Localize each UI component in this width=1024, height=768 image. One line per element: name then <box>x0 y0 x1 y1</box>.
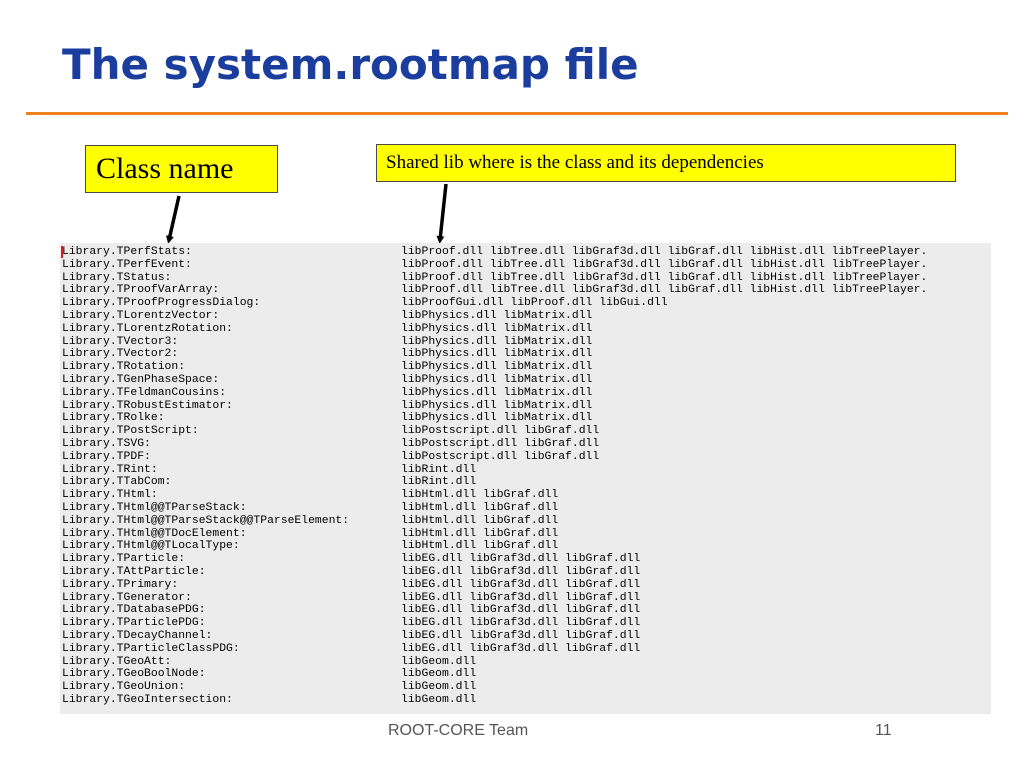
libraries-cell: libRint.dll <box>401 463 477 476</box>
libraries-cell: libEG.dll libGraf3d.dll libGraf.dll <box>401 604 641 617</box>
libraries-cell: libProof.dll libTree.dll libGraf3d.dll l… <box>401 271 928 284</box>
class-name-cell: Library.TParticle: <box>62 553 186 566</box>
class-name-callout-label: Class name <box>96 152 234 185</box>
libraries-cell: libPostscript.dll libGraf.dll <box>401 450 600 463</box>
libraries-cell: libHtml.dll libGraf.dll <box>401 527 559 540</box>
rootmap-listing: Library.TPerfStats: libProof.dll libTree.… <box>60 243 991 714</box>
page-number: 11 <box>875 722 892 739</box>
class-name-cell: Library.TGeoIntersection: <box>62 694 233 706</box>
libraries-cell: libPostscript.dll libGraf.dll <box>401 438 600 450</box>
footer-team: ROOT-CORE Team <box>388 722 529 739</box>
libraries-cell: libPhysics.dll libMatrix.dll <box>401 348 593 361</box>
libraries-cell: libEG.dll libGraf3d.dll libGraf.dll <box>401 591 641 604</box>
text-cursor <box>61 246 63 258</box>
class-name-cell: Library.TProofVarArray: <box>62 284 220 297</box>
class-name-cell: Library.TFeldmanCousins: <box>62 386 227 399</box>
libraries-cell: libPhysics.dll libMatrix.dll <box>401 412 593 425</box>
class-name-cell: Library.TRolke: <box>62 412 165 425</box>
class-name-cell: Library.TPrimary: <box>62 578 179 591</box>
class-name-cell: Library.TGeoUnion: <box>62 681 186 694</box>
shared-lib-arrow <box>436 183 448 244</box>
libraries-cell: libPostscript.dll libGraf.dll <box>401 425 600 438</box>
class-name-cell: Library.TDecayChannel: <box>62 630 213 642</box>
shared-lib-callout-label: Shared lib where is the class and its de… <box>386 152 764 173</box>
class-name-cell: Library.TAttParticle: <box>62 566 206 578</box>
libraries-cell: libEG.dll libGraf3d.dll libGraf.dll <box>401 617 641 630</box>
libraries-cell: libEG.dll libGraf3d.dll libGraf.dll <box>401 578 641 591</box>
class-name-cell: Library.TRobustEstimator: <box>62 399 233 412</box>
class-name-cell: Library.TPDF: <box>62 450 151 463</box>
class-name-cell: Library.THtml: <box>62 489 158 502</box>
class-name-cell: Library.TPostScript: <box>62 425 199 438</box>
libraries-cell: libProof.dll libTree.dll libGraf3d.dll l… <box>401 246 928 258</box>
libraries-cell: libPhysics.dll libMatrix.dll <box>401 361 593 374</box>
libraries-cell: libEG.dll libGraf3d.dll libGraf.dll <box>401 566 641 578</box>
class-name-callout: Class name <box>85 145 278 193</box>
libraries-cell: libPhysics.dll libMatrix.dll <box>401 335 593 348</box>
libraries-cell: libPhysics.dll libMatrix.dll <box>401 386 593 399</box>
libraries-cell: libHtml.dll libGraf.dll <box>401 502 559 514</box>
libraries-cell: libProof.dll libTree.dll libGraf3d.dll l… <box>401 284 928 297</box>
shared-lib-callout: Shared lib where is the class and its de… <box>376 144 956 182</box>
class-name-cell: Library.TVector3: <box>62 335 179 348</box>
class-name-cell: Library.TGenerator: <box>62 591 192 604</box>
libraries-cell: libHtml.dll libGraf.dll <box>401 489 559 502</box>
libraries-cell: libRint.dll <box>401 476 477 489</box>
libraries-cell: libPhysics.dll libMatrix.dll <box>401 374 593 386</box>
class-name-cell: Library.TDatabasePDG: <box>62 604 206 617</box>
class-name-cell: Library.TProofProgressDialog: <box>62 297 261 310</box>
class-name-cell: Library.TStatus: <box>62 271 172 284</box>
libraries-cell: libEG.dll libGraf3d.dll libGraf.dll <box>401 553 641 566</box>
class-name-cell: Library.THtml@@TParseStack: <box>62 502 247 514</box>
class-name-cell: Library.THtml@@TParseStack@@TParseElemen… <box>62 514 350 527</box>
class-name-cell: Library.TParticleClassPDG: <box>62 642 240 655</box>
class-name-cell: Library.TPerfStats: <box>62 246 192 258</box>
class-name-cell: Library.THtml@@TLocalType: <box>62 540 240 553</box>
class-name-cell: Library.TGenPhaseSpace: <box>62 374 220 386</box>
class-name-cell: Library.TVector2: <box>62 348 179 361</box>
class-name-cell: Library.TLorentzRotation: <box>62 322 233 335</box>
class-name-cell: Library.TTabCom: <box>62 476 172 489</box>
libraries-cell: libEG.dll libGraf3d.dll libGraf.dll <box>401 642 641 655</box>
libraries-cell: libHtml.dll libGraf.dll <box>401 540 559 553</box>
class-name-arrow <box>165 195 181 244</box>
libraries-cell: libGeom.dll <box>401 655 477 668</box>
class-name-cell: Library.TPerfEvent: <box>62 258 192 271</box>
libraries-cell: libEG.dll libGraf3d.dll libGraf.dll <box>401 630 641 642</box>
class-name-cell: Library.TRotation: <box>62 361 186 374</box>
class-name-cell: Library.TRint: <box>62 463 158 476</box>
libraries-cell: libProof.dll libTree.dll libGraf3d.dll l… <box>401 258 928 271</box>
title-divider <box>26 112 1008 115</box>
libraries-cell: libProofGui.dll libProof.dll libGui.dll <box>401 297 668 310</box>
libraries-cell: libHtml.dll libGraf.dll <box>401 514 559 527</box>
libraries-cell: libGeom.dll <box>401 668 477 681</box>
libraries-cell: libGeom.dll <box>401 694 477 706</box>
slide-title: The system.rootmap file <box>62 40 639 89</box>
class-name-cell: Library.TParticlePDG: <box>62 617 206 630</box>
libraries-cell: libGeom.dll <box>401 681 477 694</box>
libraries-cell: libPhysics.dll libMatrix.dll <box>401 310 593 322</box>
class-name-cell: Library.TGeoAtt: <box>62 655 172 668</box>
class-name-cell: Library.TSVG: <box>62 438 151 450</box>
libraries-cell: libPhysics.dll libMatrix.dll <box>401 399 593 412</box>
class-name-cell: Library.TGeoBoolNode: <box>62 668 206 681</box>
class-name-cell: Library.THtml@@TDocElement: <box>62 527 247 540</box>
libraries-cell: libPhysics.dll libMatrix.dll <box>401 322 593 335</box>
class-name-cell: Library.TLorentzVector: <box>62 310 220 322</box>
